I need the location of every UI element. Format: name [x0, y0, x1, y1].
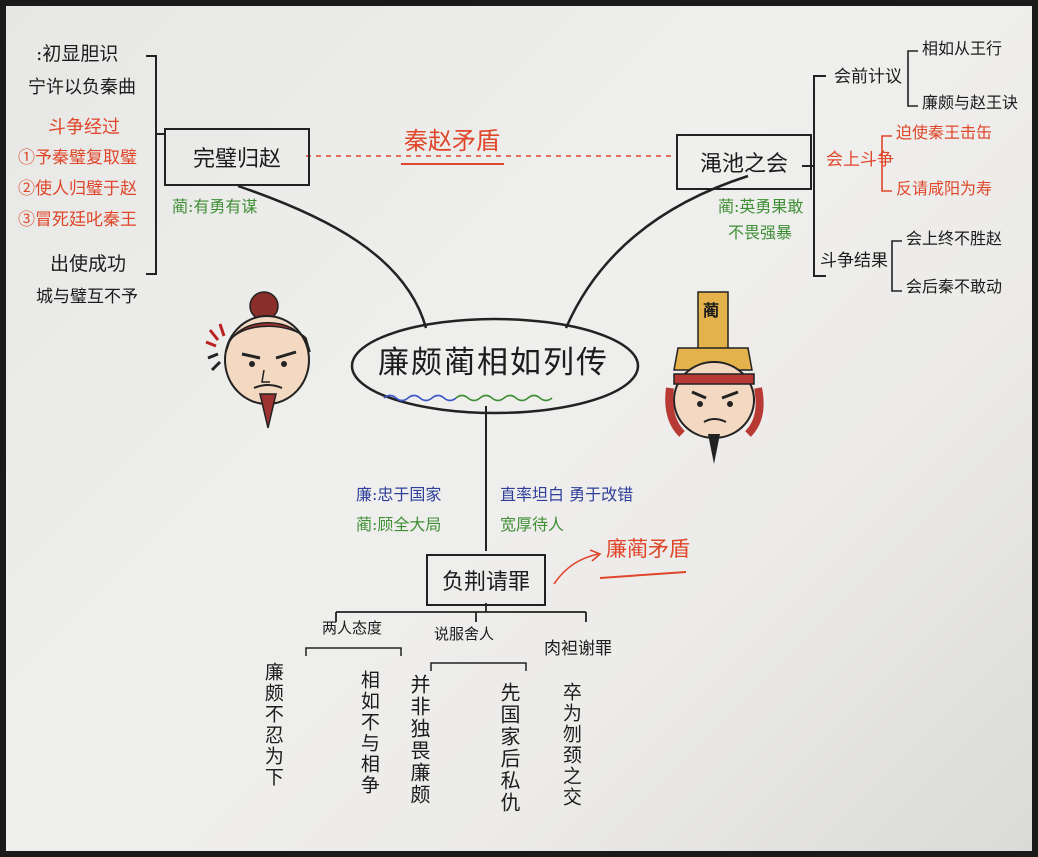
right-group-3-label: 斗争结果: [820, 251, 888, 271]
left-trait: 蔺:有勇有谋: [172, 197, 258, 216]
node-wanbi-guizhao-label: 完璧归赵: [192, 147, 281, 172]
bottom-sub-3-label: 肉袒谢罪: [544, 639, 612, 659]
right-trait-1: 蔺:英勇果敢: [718, 197, 804, 216]
right-group-1-item-2: 廉颇与赵王诀: [922, 93, 1019, 112]
right-group-2-label: 会上斗争: [826, 150, 894, 170]
lian-lin-conflict-label: 廉蔺矛盾: [606, 537, 690, 561]
right-group-1-label: 会前计议: [834, 67, 902, 87]
right-group-3-item-2: 会后秦不敢动: [906, 277, 1003, 296]
left-item-2: 宁许以负秦曲: [28, 77, 136, 98]
bottom-col-4: 先国家后私仇: [497, 682, 521, 814]
node-wanbi-guizhao: 完璧归赵: [164, 128, 310, 186]
bottom-trait-lin: 蔺:顾全大局: [356, 515, 442, 534]
lin-hat-badge: 蔺: [703, 301, 720, 320]
bottom-col-5: 卒为刎颈之交: [559, 682, 582, 808]
left-item-4: ①予秦璧复取璧: [18, 148, 137, 168]
right-group-3-item-1: 会上终不胜赵: [906, 229, 1003, 248]
right-trait-2: 不畏强暴: [728, 223, 793, 242]
node-fujing-qingzui-label: 负荆请罪: [441, 570, 530, 595]
left-item-8: 城与璧互不予: [36, 287, 138, 307]
bottom-col-3: 并非独畏廉颇: [407, 674, 431, 806]
right-group-1-item-1: 相如从王行: [922, 39, 1003, 58]
right-group-2-item-2: 反请咸阳为寿: [896, 179, 993, 198]
paper-sheet: :初显胆识 宁许以负秦曲 斗争经过 ①予秦璧复取璧 ②使人归璧于赵 ③冒死廷叱秦…: [6, 6, 1032, 851]
bottom-col-1: 廉颇不忍为下: [261, 662, 284, 788]
linxiangru-portrait-illustration: [665, 291, 764, 464]
bottom-sub-2-label: 说服舍人: [434, 625, 495, 643]
bottom-trait-lin-extra: 宽厚待人: [500, 515, 565, 534]
left-item-3: 斗争经过: [48, 117, 120, 138]
qin-zhao-conflict-label: 秦赵矛盾: [404, 127, 500, 155]
center-title: 廉颇蔺相如列传: [378, 345, 609, 381]
right-group-2-item-1: 迫使秦王击缶: [896, 123, 993, 142]
left-item-5: ②使人归璧于赵: [18, 179, 137, 199]
bottom-trait-lian-extra: 直率坦白 勇于改错: [500, 485, 634, 504]
lianpo-portrait-illustration: [205, 291, 311, 429]
bottom-trait-lian: 廉:忠于国家: [356, 485, 442, 504]
left-item-1: :初显胆识: [36, 43, 119, 65]
left-item-6: ③冒死廷叱秦王: [18, 210, 137, 230]
node-mianchi-zhihui: 渑池之会: [676, 134, 812, 190]
bottom-sub-1-label: 两人态度: [322, 619, 383, 637]
node-mianchi-zhihui-label: 渑池之会: [699, 152, 788, 177]
bottom-col-2: 相如不与相争: [357, 670, 380, 796]
node-fujing-qingzui: 负荆请罪: [426, 554, 546, 606]
left-item-7: 出使成功: [50, 253, 127, 275]
